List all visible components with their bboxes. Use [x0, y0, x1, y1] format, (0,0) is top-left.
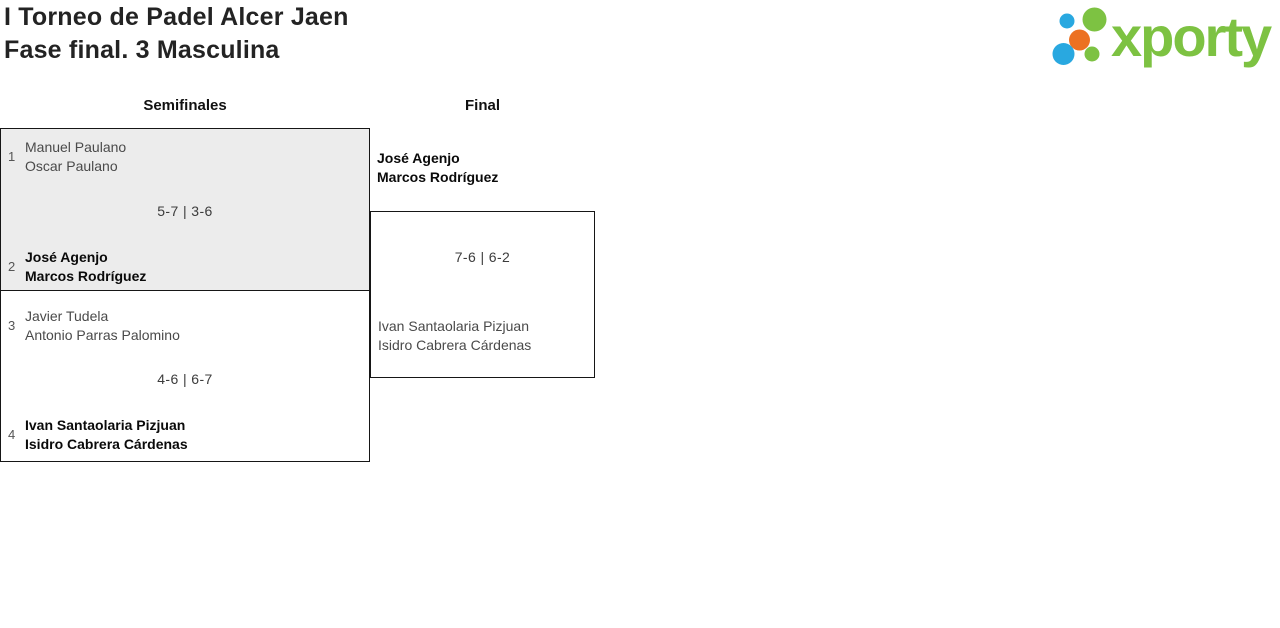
player-name: Javier Tudela — [25, 308, 109, 324]
xporty-logo-icon: xporty — [1052, 5, 1274, 68]
page-title: I Torneo de Padel Alcer Jaen Fase final.… — [4, 1, 349, 67]
player-name: Oscar Paulano — [25, 158, 118, 174]
round-header-semifinals: Semifinales — [143, 97, 227, 114]
team-manuel-oscar: Manuel Paulano Oscar Paulano — [25, 138, 126, 176]
tournament-phase: Fase final. 3 Masculina — [4, 36, 280, 64]
team-agenjo-rodriguez: José Agenjo Marcos Rodríguez — [25, 248, 146, 286]
round-header-final: Final — [464, 97, 500, 114]
player-name: Marcos Rodríguez — [377, 169, 499, 185]
seed-number: 1 — [8, 149, 16, 164]
match-semifinal-2[interactable]: 3 Javier Tudela Antonio Parras Palomino … — [0, 290, 370, 462]
seed-number: 3 — [8, 318, 16, 333]
match-final[interactable]: 7-6 | 6-2 Ivan Santaolaria Pizjuan Isidr… — [370, 211, 595, 378]
logo-dot-green-large — [1082, 7, 1107, 32]
player-name: Isidro Cabrera Cárdenas — [25, 436, 188, 452]
player-name: Ivan Santaolaria Pizjuan — [25, 417, 186, 433]
seed-number: 2 — [8, 259, 16, 274]
player-name: José Agenjo — [377, 150, 460, 166]
xporty-logo[interactable]: xporty — [1047, 0, 1280, 70]
xporty-wordmark: xporty — [1111, 5, 1272, 68]
logo-dot-orange — [1069, 29, 1090, 51]
final-runnerup-team: Ivan Santaolaria Pizjuan Isidro Cabrera … — [378, 317, 531, 355]
player-name: José Agenjo — [25, 249, 108, 265]
team-tudela-parras: Javier Tudela Antonio Parras Palomino — [25, 307, 180, 345]
final-winner-team: José Agenjo Marcos Rodríguez — [377, 149, 498, 187]
seed-number: 4 — [8, 427, 16, 442]
match-score: 4-6 | 6-7 — [157, 371, 213, 387]
player-name: Antonio Parras Palomino — [25, 327, 180, 343]
player-name: Marcos Rodríguez — [25, 268, 147, 284]
team-santaolaria-cabrera: Ivan Santaolaria Pizjuan Isidro Cabrera … — [25, 416, 188, 454]
player-name: Manuel Paulano — [25, 139, 127, 155]
match-score: 7-6 | 6-2 — [454, 249, 511, 265]
match-semifinal-1[interactable]: 1 Manuel Paulano Oscar Paulano 5-7 | 3-6… — [0, 128, 370, 291]
match-score: 5-7 | 3-6 — [157, 203, 213, 219]
tournament-name: I Torneo de Padel Alcer Jaen — [4, 3, 349, 31]
player-name: Ivan Santaolaria Pizjuan — [378, 318, 529, 334]
logo-dot-blue-large — [1052, 43, 1075, 65]
logo-dot-green-small — [1084, 46, 1100, 62]
player-name: Isidro Cabrera Cárdenas — [378, 337, 532, 353]
logo-dot-blue-small — [1059, 13, 1075, 29]
